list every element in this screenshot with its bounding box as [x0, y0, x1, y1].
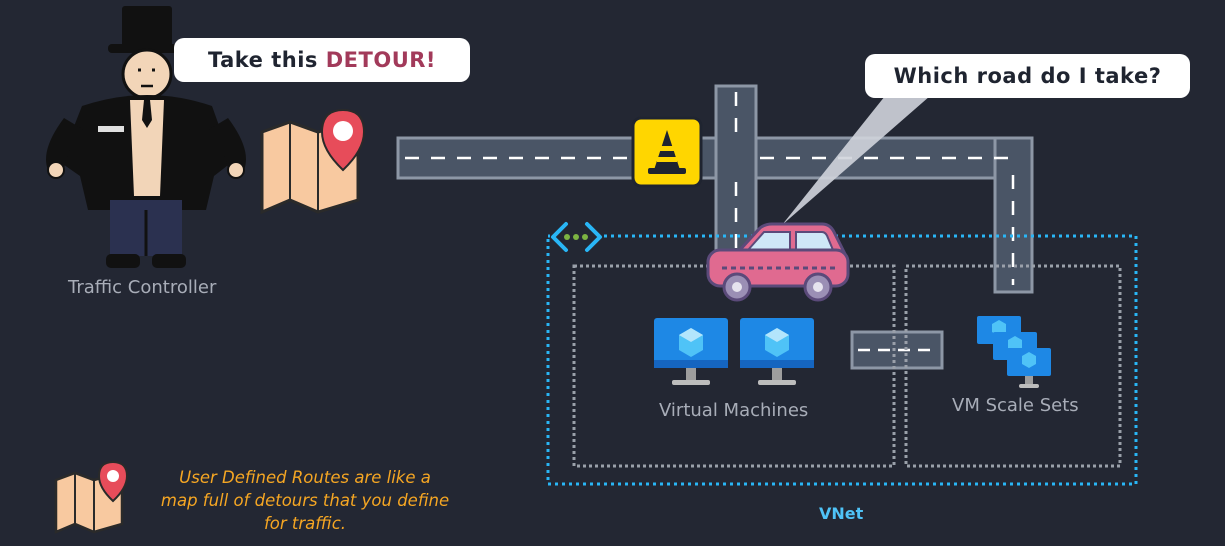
subnet-vms	[572, 264, 896, 468]
map-icon	[54, 460, 129, 534]
traffic-cone-icon	[631, 116, 703, 188]
controller-speech-bubble: Take this DETOUR!	[174, 38, 470, 82]
vnet-boundary	[546, 234, 1138, 486]
vm-scale-sets-label: VM Scale Sets	[952, 395, 1079, 416]
car-speech-bubble: Which road do I take?	[865, 54, 1190, 98]
vnet-icon	[550, 222, 602, 252]
car-speech-text: Which road do I take?	[893, 64, 1162, 88]
car-icon	[706, 222, 850, 302]
controller-speech-text: Take this	[207, 48, 326, 72]
udr-note: User Defined Routes are like a map full …	[160, 468, 450, 533]
virtual-machine-icon	[740, 318, 814, 385]
car-speech-tail	[782, 96, 930, 225]
vm-scale-set-icon	[977, 316, 1051, 388]
vnet-label: VNet	[819, 504, 864, 523]
map-pin-icon	[260, 108, 366, 215]
virtual-machine-icon	[654, 318, 728, 385]
subnet-vmss	[904, 264, 1122, 468]
detour-highlight: DETOUR!	[325, 48, 436, 72]
traffic-controller-icon	[46, 6, 246, 268]
traffic-controller-label: Traffic Controller	[68, 277, 217, 298]
virtual-machines-label: Virtual Machines	[659, 400, 809, 421]
road-network	[396, 84, 1034, 370]
